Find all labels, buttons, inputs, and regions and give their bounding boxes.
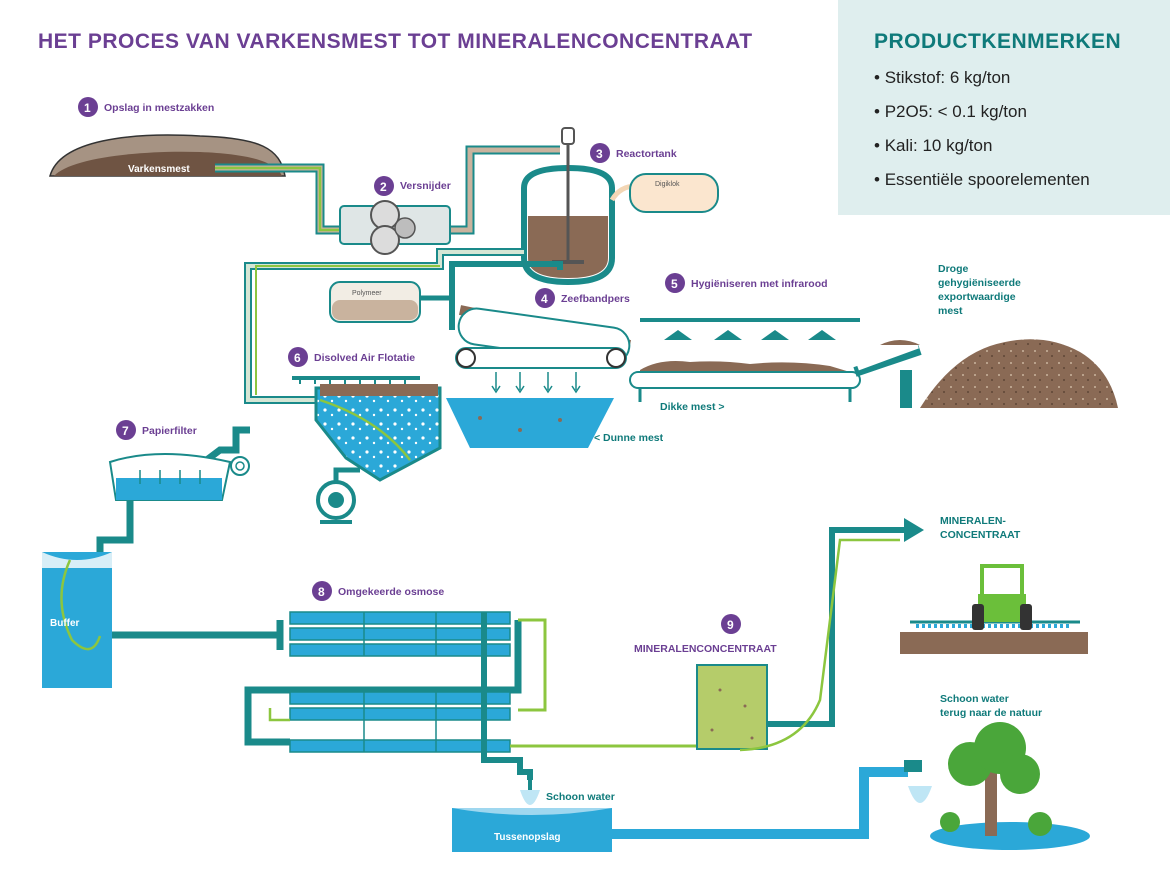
step-4-label: Zeefbandpers [561, 293, 630, 305]
characteristic-item: Kali: 10 kg/ton [874, 134, 1090, 168]
step-6-marker: 6 Disolved Air Flotatie [288, 347, 415, 367]
step-2-marker: 2 Versnijder [374, 176, 451, 196]
step-9-number: 9 [727, 618, 734, 632]
digiklok-tank: Digiklok [609, 173, 719, 213]
step-7-label: Papierfilter [142, 425, 197, 437]
panel-heading: PRODUCTKENMERKEN [874, 30, 1122, 53]
paper-filter [96, 426, 250, 556]
polymeer-label: Polymeer [352, 290, 382, 297]
characteristics-list: Stikstof: 6 kg/ton P2O5: < 0.1 kg/ton Ka… [874, 66, 1090, 202]
shredder [339, 200, 451, 255]
characteristic-item: P2O5: < 0.1 kg/ton [874, 100, 1090, 134]
mineral-label-2: CONCENTRAAT [940, 529, 1021, 541]
step-9-label: MINERALENCONCENTRAAT [634, 643, 777, 655]
buffer-tank: Buffer [42, 552, 280, 688]
clean-water-label: Schoon water [546, 791, 615, 803]
thin-manure-label: < Dunne mest [594, 432, 664, 444]
nature-label-1: Schoon water [940, 693, 1009, 705]
reverse-osmosis-unit [244, 611, 700, 780]
polymer-tank: Polymeer [329, 281, 450, 323]
belt-press [455, 305, 632, 394]
step-4-marker: 4 Zeefbandpers [535, 288, 630, 308]
step-6-label: Disolved Air Flotatie [314, 352, 415, 364]
daf-unit [292, 376, 442, 524]
dry-manure-label-3: exportwaardige [938, 291, 1016, 303]
digiklok-label: Digiklok [655, 181, 680, 188]
step-1-marker: 1 Opslag in mestzakken [78, 97, 214, 117]
step-8-label: Omgekeerde osmose [338, 586, 444, 598]
product-characteristics-panel: PRODUCTKENMERKEN Stikstof: 6 kg/ton P2O5… [838, 0, 1170, 215]
step-1-label: Opslag in mestzakken [104, 102, 214, 114]
pipe-reactor-to-daf [244, 248, 563, 404]
step-5-number: 5 [671, 277, 678, 291]
step-7-number: 7 [122, 424, 129, 438]
step-2-label: Versnijder [400, 180, 451, 192]
step-4-number: 4 [541, 292, 548, 306]
step-2-number: 2 [380, 180, 387, 194]
step-9-marker: 9 MINERALENCONCENTRAAT [634, 614, 777, 655]
dry-manure-label-1: Droge [938, 263, 968, 275]
step-1-number: 1 [84, 101, 91, 115]
characteristic-item: Stikstof: 6 kg/ton [874, 66, 1090, 100]
step-3-label: Reactortank [616, 148, 677, 160]
step-8-number: 8 [318, 585, 325, 599]
step-7-marker: 7 Papierfilter [116, 420, 197, 440]
nature-scene: Schoon water terug naar de natuur [930, 693, 1090, 850]
dry-manure-label-2: gehygiëniseerde [938, 277, 1021, 289]
dry-manure-heap: Droge gehygiëniseerde exportwaardige mes… [920, 263, 1118, 408]
step-5-label: Hygiëniseren met infrarood [691, 278, 828, 290]
dry-manure-label-4: mest [938, 305, 963, 317]
intermediate-storage: Schoon water Tussenopslag [452, 760, 932, 852]
thick-manure-label: Dikke mest > [660, 401, 725, 413]
infrared-unit [629, 318, 922, 408]
buffer-label: Buffer [50, 618, 80, 629]
characteristic-item: Essentiële spoorelementen [874, 168, 1090, 202]
concentrate-tank [696, 518, 924, 752]
tractor-field: MINERALEN- CONCENTRAAT [900, 515, 1088, 654]
mineral-label-1: MINERALEN- [940, 515, 1006, 527]
step-8-marker: 8 Omgekeerde osmose [312, 581, 444, 601]
storage-label: Tussenopslag [494, 832, 561, 843]
step-3-number: 3 [596, 147, 603, 161]
step-6-number: 6 [294, 351, 301, 365]
thin-manure-basin: < Dunne mest [446, 398, 664, 448]
nature-label-2: terug naar de natuur [940, 707, 1042, 719]
step-5-marker: 5 Hygiëniseren met infrarood [665, 273, 828, 293]
step-3-marker: 3 Reactortank [590, 143, 677, 163]
page-title: HET PROCES VAN VARKENSMEST TOT MINERALEN… [38, 30, 753, 53]
varkensmest-label: Varkensmest [128, 164, 190, 175]
